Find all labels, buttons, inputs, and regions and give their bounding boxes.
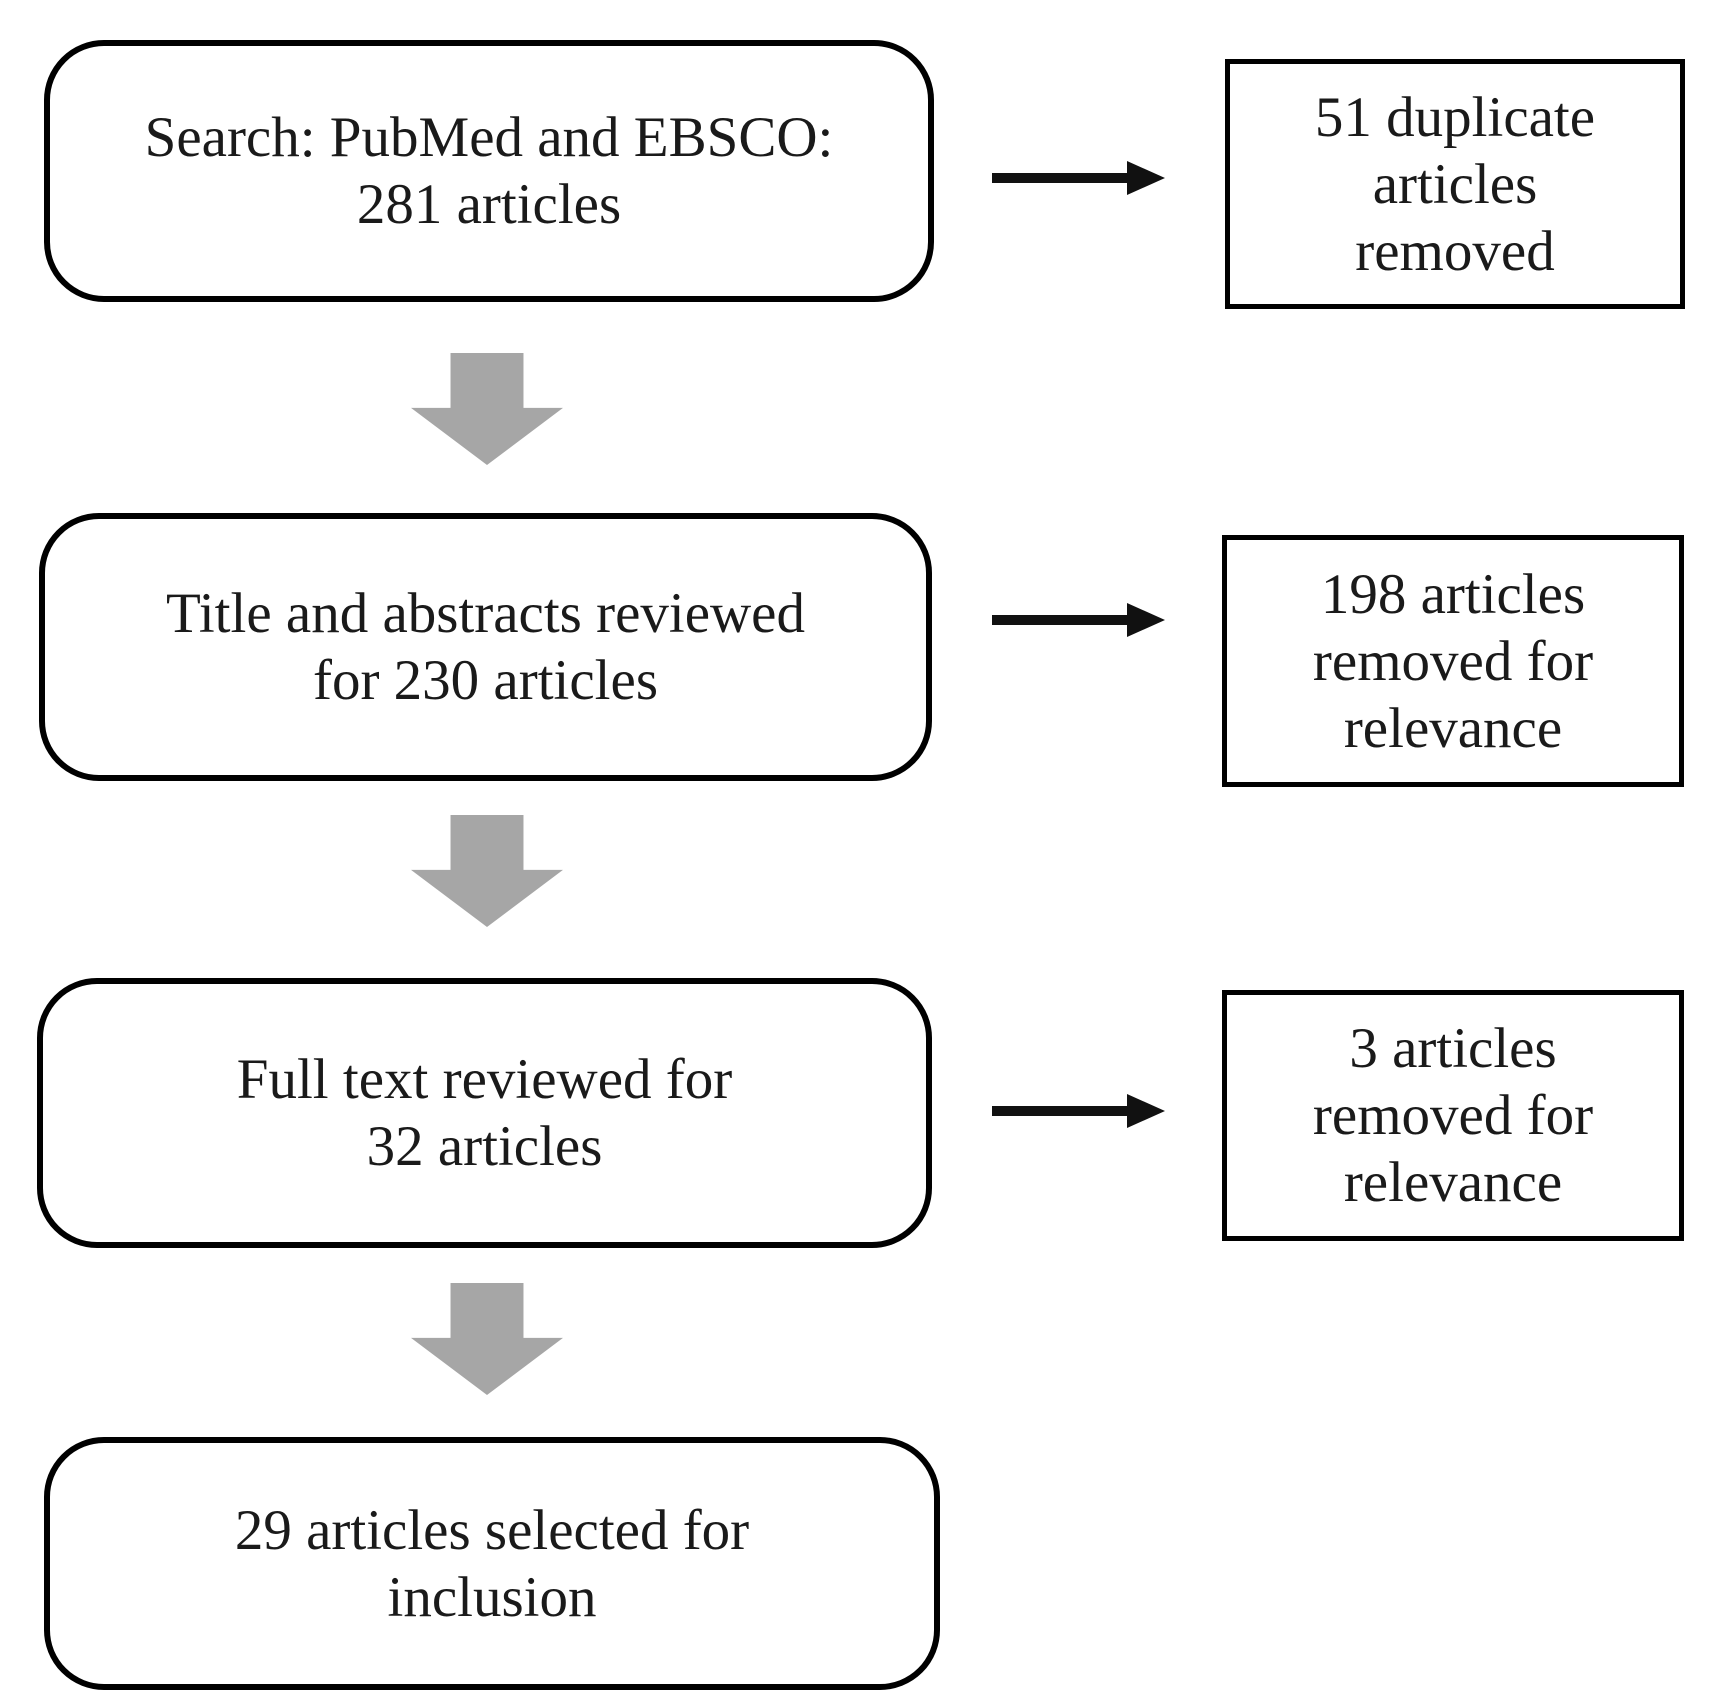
- right-arrow-1-shaft: [992, 173, 1127, 183]
- flow-box-included-label: 29 articles selected for inclusion: [234, 1498, 750, 1629]
- side-box-duplicates-removed-label: 51 duplicate articles removed: [1314, 85, 1596, 283]
- down-arrow-2-icon: [411, 815, 563, 927]
- flow-box-full-text-review-label: Full text reviewed for 32 articles: [236, 1048, 733, 1178]
- right-arrow-2-shaft: [992, 615, 1127, 625]
- right-arrow-1: [992, 161, 1165, 195]
- side-box-removed-for-relevance-1-label: 198 articles removed for relevance: [1312, 562, 1594, 760]
- down-arrow-1-icon: [411, 353, 563, 465]
- right-arrow-3-shaft: [992, 1106, 1127, 1116]
- side-box-removed-for-relevance-2-label: 3 articles removed for relevance: [1312, 1017, 1594, 1214]
- right-arrow-2-head-icon: [1127, 603, 1165, 637]
- flow-box-search: Search: PubMed and EBSCO: 281 articles: [44, 40, 934, 302]
- flow-box-full-text-review: Full text reviewed for 32 articles: [37, 978, 932, 1248]
- down-arrow-3-icon: [411, 1283, 563, 1395]
- right-arrow-3: [992, 1094, 1165, 1128]
- side-box-removed-for-relevance-2: 3 articles removed for relevance: [1222, 990, 1684, 1241]
- side-box-duplicates-removed: 51 duplicate articles removed: [1225, 59, 1685, 309]
- right-arrow-2: [992, 603, 1165, 637]
- side-box-removed-for-relevance-1: 198 articles removed for relevance: [1222, 535, 1684, 787]
- flow-box-search-label: Search: PubMed and EBSCO: 281 articles: [144, 106, 834, 236]
- right-arrow-3-head-icon: [1127, 1094, 1165, 1128]
- flow-box-included: 29 articles selected for inclusion: [44, 1437, 940, 1690]
- flow-box-title-abstract-review: Title and abstracts reviewed for 230 art…: [39, 513, 932, 781]
- flow-box-title-abstract-review-label: Title and abstracts reviewed for 230 art…: [166, 582, 805, 712]
- right-arrow-1-head-icon: [1127, 161, 1165, 195]
